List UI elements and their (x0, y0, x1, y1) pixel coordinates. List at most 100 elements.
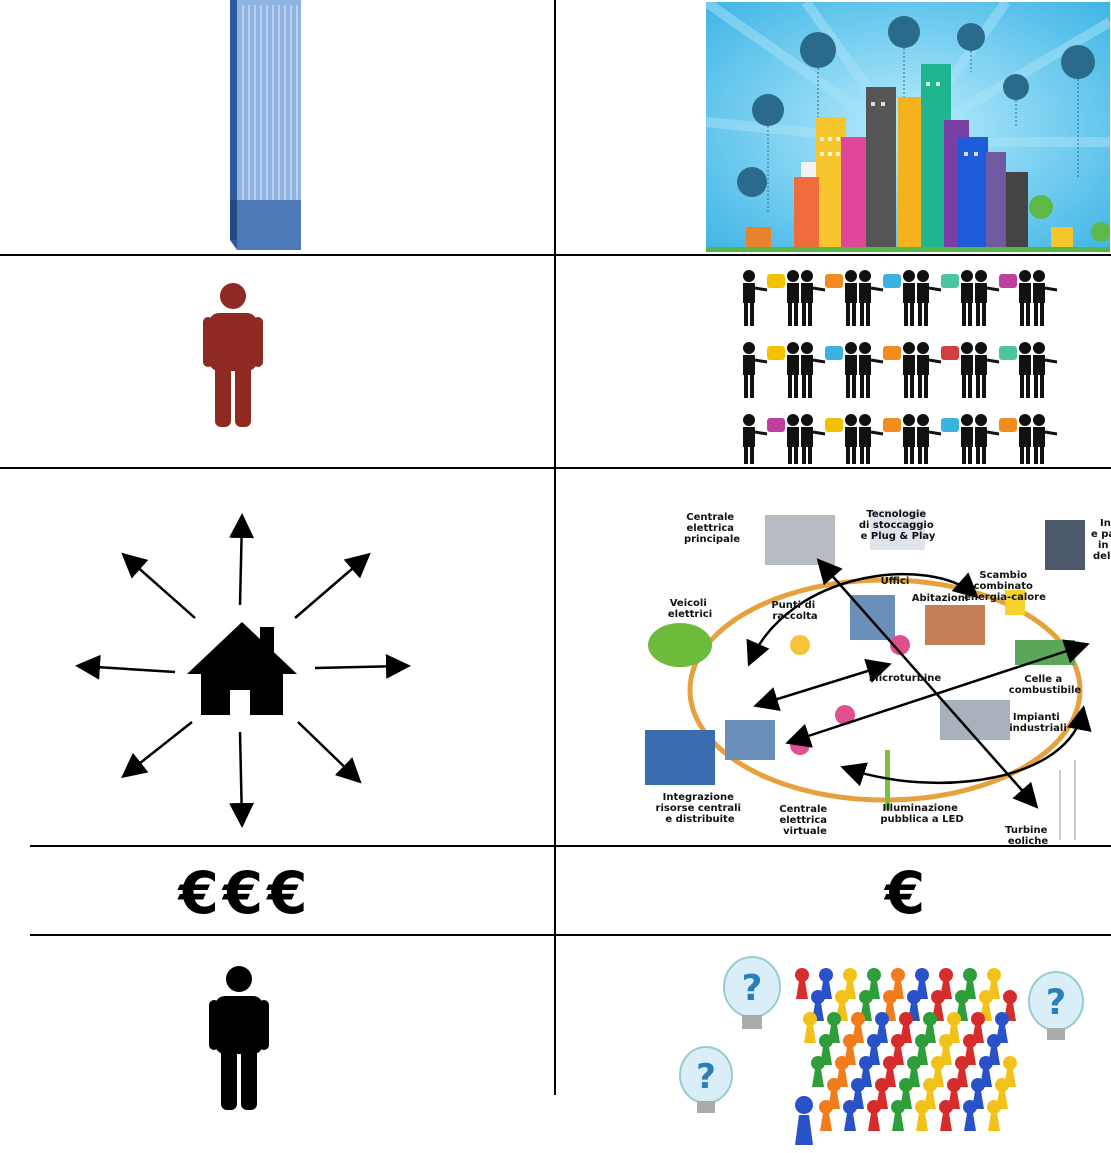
svg-text:Illuminazione pubblica a: Illuminazione pubblica a LED (880, 803, 963, 825)
pawn-icon (995, 1012, 1009, 1043)
exchanged-item-icon (941, 274, 959, 288)
exchanged-item-icon (999, 346, 1017, 360)
smart-grid-illustration: Centrale elettrica principale Tecnologie… (640, 500, 1111, 847)
exchange-person-icon (1019, 414, 1031, 470)
svg-text:Impianti industriali: Impianti industriali (1009, 712, 1067, 734)
exchange-person-icon (961, 414, 973, 470)
exchange-person-icon (975, 342, 1000, 398)
pawn-icon (795, 1096, 813, 1145)
exchange-person-icon (787, 342, 799, 398)
exchange-person-icon (845, 270, 857, 326)
red-person-icon (203, 283, 263, 429)
pawn-icon (867, 1100, 881, 1131)
row-divider-4 (30, 934, 1111, 936)
exchange-person-icon (917, 270, 942, 326)
pawn-icon (819, 1100, 833, 1131)
exchanged-item-icon (825, 418, 843, 432)
exchange-person-icon (859, 414, 884, 470)
sharing-people-illustration (738, 264, 1098, 470)
exchange-person-icon (845, 414, 857, 470)
exchanged-item-icon (941, 346, 959, 360)
svg-text:Microturbine: Microturbine (869, 673, 942, 684)
pawn-icon (987, 1100, 1001, 1131)
exchange-person-icon (743, 414, 768, 470)
exchanged-item-icon (999, 274, 1017, 288)
pawn-icon (795, 968, 809, 999)
exchange-person-icon (801, 414, 826, 470)
pawn-icon (811, 1056, 825, 1087)
exchange-person-icon (1033, 342, 1058, 398)
exchange-person-icon (961, 342, 973, 398)
exchange-person-icon (917, 342, 942, 398)
exchange-person-icon (917, 414, 942, 470)
pawn-icon (931, 990, 945, 1021)
svg-text:Centrale elettrica: Centrale elettrica principale (684, 512, 740, 545)
svg-text:Celle a combustibile: Celle a combustibile (1009, 674, 1082, 696)
svg-text:Integrazione risorse cen: Integrazione risorse centrali e distribu… (656, 792, 745, 825)
exchanged-item-icon (825, 274, 843, 288)
exchange-person-icon (859, 342, 884, 398)
centralized-house-diagram (70, 510, 415, 830)
exchanged-item-icon (883, 274, 901, 288)
svg-text:?: ? (696, 1057, 716, 1097)
exchange-person-icon (1019, 342, 1031, 398)
pawn-icon (939, 1034, 953, 1065)
svg-text:In e pa in d: In e pa in del (1091, 518, 1111, 562)
exchanged-item-icon (883, 346, 901, 360)
exchanged-item-icon (767, 274, 785, 288)
svg-text:?: ? (1046, 983, 1066, 1023)
exchanged-item-icon (883, 418, 901, 432)
pawn-icon (891, 1100, 905, 1131)
exchange-person-icon (903, 342, 915, 398)
exchanged-item-icon (825, 346, 843, 360)
skyscraper-illustration (215, 0, 315, 252)
question-bulb-icon: ? (1028, 971, 1084, 1040)
pawn-icon (907, 1056, 921, 1087)
svg-text:Veicoli elettrici: Veicoli elettrici (668, 598, 712, 620)
exchange-person-icon (903, 414, 915, 470)
svg-text:Tecnologie di stoccaggio: Tecnologie di stoccaggio e Plug & Play (859, 509, 937, 542)
exchanged-item-icon (767, 418, 785, 432)
exchange-person-icon (975, 414, 1000, 470)
svg-text:Uffici: Uffici (881, 576, 910, 587)
svg-text:Turbine eoliche: Turbine eoliche (1005, 825, 1051, 845)
row-divider-3 (30, 845, 1111, 847)
crowd-ideas-illustration: ? ? ? (672, 955, 1111, 1149)
exchange-person-icon (1019, 270, 1031, 326)
house-icon (187, 622, 297, 715)
exchange-person-icon (859, 270, 884, 326)
pawn-icon (915, 1100, 929, 1131)
pawn-icon (963, 1100, 977, 1131)
exchange-person-icon (801, 342, 826, 398)
pawn-icon (803, 1012, 817, 1043)
exchanged-item-icon (941, 418, 959, 432)
exchange-person-icon (787, 270, 799, 326)
exchange-person-icon (903, 270, 915, 326)
exchange-person-icon (787, 414, 799, 470)
vertical-divider (554, 0, 556, 1095)
exchange-person-icon (1033, 270, 1058, 326)
exchange-person-icon (961, 270, 973, 326)
high-cost-label: €€€ (178, 859, 312, 927)
exchange-person-icon (845, 342, 857, 398)
svg-text:Abitazioni: Abitazioni (912, 593, 969, 604)
exchange-person-icon (743, 342, 768, 398)
question-bulb-icon: ? (679, 1046, 733, 1113)
exchange-person-icon (975, 270, 1000, 326)
low-cost-label: € (884, 859, 926, 927)
black-person-icon (209, 966, 269, 1112)
smart-city-illustration (703, 0, 1111, 252)
exchange-person-icon (1033, 414, 1058, 470)
question-bulb-icon: ? (723, 956, 781, 1029)
exchange-person-icon (801, 270, 826, 326)
svg-text:Centrale elettrica: Centrale elettrica virtuale (779, 804, 830, 837)
exchanged-item-icon (767, 346, 785, 360)
svg-text:Scambio combinato: Scambio combinato energia-calore (964, 570, 1046, 603)
pawn-icon (859, 990, 873, 1021)
pawn-icon (939, 1100, 953, 1131)
exchange-person-icon (743, 270, 768, 326)
pawn-icon (843, 1100, 857, 1131)
row-divider-2 (0, 467, 1111, 469)
svg-text:?: ? (742, 968, 763, 1009)
svg-text:Punti di raccolta: Punti di raccolta (771, 600, 818, 622)
